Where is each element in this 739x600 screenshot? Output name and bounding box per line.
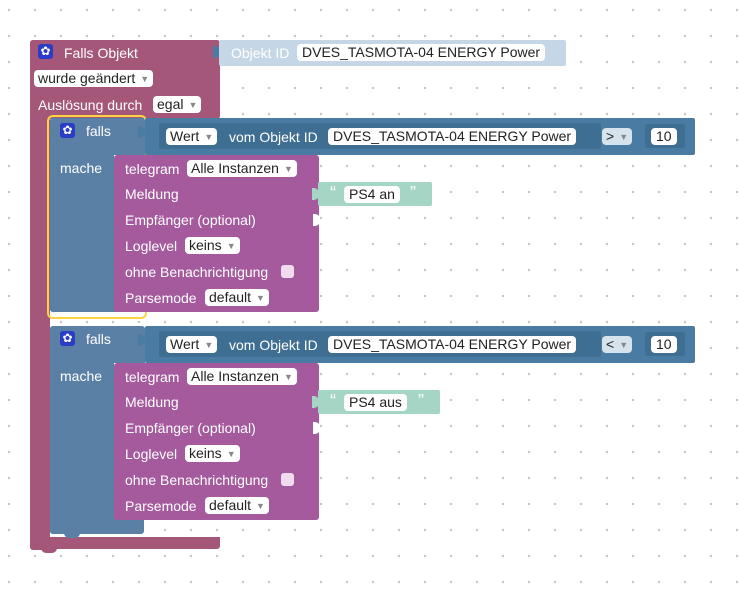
- recipient-label: Empfänger (optional): [125, 212, 256, 228]
- operator-dropdown[interactable]: <▼: [602, 336, 633, 353]
- chevron-down-icon: ▼: [140, 74, 150, 84]
- loglevel-dropdown-label: keins: [189, 445, 222, 461]
- trigger-by-dropdown-label: egal: [157, 96, 184, 112]
- if-label: falls: [86, 123, 111, 139]
- object-id-field[interactable]: DVES_TASMOTA-04 ENERGY Power: [328, 128, 577, 145]
- instances-dropdown[interactable]: Alle Instanzen ▼: [187, 368, 297, 385]
- telegram-title: telegram: [125, 161, 180, 177]
- chevron-down-icon: ▼: [204, 132, 214, 142]
- chevron-down-icon: ▼: [283, 164, 293, 174]
- message-connector: [312, 396, 319, 408]
- if-block-2-notch: [64, 532, 80, 538]
- chevron-down-icon: ▼: [619, 132, 629, 142]
- value-dropdown[interactable]: Wert ▼: [166, 336, 218, 353]
- loglevel-dropdown-label: keins: [189, 237, 222, 253]
- telegram-block-1[interactable]: telegram Alle Instanzen ▼ Meldung Empfäng…: [114, 155, 319, 312]
- chevron-down-icon: ▼: [188, 100, 198, 110]
- recipient-label: Empfänger (optional): [125, 420, 256, 436]
- parsemode-dropdown[interactable]: default ▼: [205, 497, 269, 514]
- object-id-field[interactable]: DVES_TASMOTA-04 ENERGY Power: [328, 336, 577, 353]
- gear-icon[interactable]: ✿: [38, 44, 53, 59]
- operator-dropdown-label: >: [606, 128, 615, 144]
- message-text-block[interactable]: “ PS4 aus ”: [318, 390, 440, 414]
- trigger-block-spine: [30, 40, 50, 550]
- objid-value[interactable]: DVES_TASMOTA-04 ENERGY Power: [297, 44, 546, 61]
- gear-icon[interactable]: ✿: [60, 123, 75, 138]
- from-object-label: vom Objekt ID: [229, 129, 318, 145]
- trigger-title: Falls Objekt: [64, 45, 138, 61]
- compare-block-1[interactable]: Wert ▼ vom Objekt ID DVES_TASMOTA-04 ENER…: [145, 118, 695, 155]
- number-field[interactable]: 10: [651, 336, 677, 353]
- parsemode-dropdown-label: default: [209, 289, 252, 305]
- loglevel-dropdown[interactable]: keins ▼: [185, 445, 240, 462]
- chevron-down-icon: ▼: [283, 372, 293, 382]
- from-object-label: vom Objekt ID: [229, 337, 318, 353]
- quote-open-icon: “: [330, 183, 336, 203]
- loglevel-label: Loglevel: [125, 446, 178, 462]
- parsemode-label: Parsemode: [125, 498, 197, 514]
- changed-dropdown[interactable]: wurde geändert ▼: [34, 70, 154, 87]
- telegram-block-2[interactable]: telegram Alle Instanzen ▼ Meldung Empfäng…: [114, 363, 319, 520]
- chevron-down-icon: ▼: [256, 293, 265, 303]
- instances-dropdown-label: Alle Instanzen: [191, 368, 279, 384]
- trigger-by-dropdown[interactable]: egal ▼: [153, 96, 202, 113]
- silent-checkbox[interactable]: [281, 473, 294, 486]
- if-block-2-spine: [50, 326, 114, 534]
- chevron-down-icon: ▼: [226, 241, 236, 251]
- message-label: Meldung: [125, 394, 179, 410]
- recipient-connector: [313, 422, 320, 434]
- operator-dropdown[interactable]: >▼: [602, 128, 633, 145]
- message-connector: [312, 188, 319, 200]
- value-dropdown-label: Wert: [170, 336, 200, 352]
- trigger-block-body-bottom: [30, 537, 220, 549]
- chevron-down-icon: ▼: [204, 340, 214, 350]
- chevron-down-icon: ▼: [226, 449, 236, 459]
- silent-checkbox[interactable]: [281, 265, 294, 278]
- if-label: falls: [86, 331, 111, 347]
- message-text[interactable]: PS4 an: [344, 186, 400, 203]
- silent-label: ohne Benachrichtigung: [125, 472, 269, 488]
- operator-dropdown-label: <: [606, 336, 615, 352]
- objid-connector: [213, 46, 220, 58]
- quote-close-icon: ”: [418, 391, 424, 411]
- value-dropdown-label: Wert: [170, 128, 200, 144]
- objid-block[interactable]: Objekt ID DVES_TASMOTA-04 ENERGY Power: [219, 40, 566, 66]
- parsemode-dropdown-label: default: [209, 497, 252, 513]
- silent-label: ohne Benachrichtigung: [125, 264, 269, 280]
- do-label: mache: [60, 368, 103, 384]
- chevron-down-icon: ▼: [256, 501, 265, 511]
- loglevel-label: Loglevel: [125, 238, 178, 254]
- parsemode-label: Parsemode: [125, 290, 197, 306]
- changed-dropdown-label: wurde geändert: [38, 70, 136, 86]
- trigger-block-notch: [41, 547, 57, 553]
- compare-connector: [138, 126, 145, 138]
- quote-open-icon: “: [330, 391, 336, 411]
- chevron-down-icon: ▼: [619, 340, 629, 350]
- loglevel-dropdown[interactable]: keins ▼: [185, 237, 240, 254]
- compare-connector: [138, 334, 145, 346]
- telegram-title: telegram: [125, 369, 180, 385]
- number-field[interactable]: 10: [651, 128, 677, 145]
- parsemode-dropdown[interactable]: default ▼: [205, 289, 269, 306]
- message-label: Meldung: [125, 186, 179, 202]
- value-dropdown[interactable]: Wert ▼: [166, 128, 218, 145]
- compare-block-2[interactable]: Wert ▼ vom Objekt ID DVES_TASMOTA-04 ENER…: [145, 326, 695, 363]
- objid-label: Objekt ID: [231, 45, 290, 61]
- if-block-2-foot: [50, 518, 144, 534]
- quote-close-icon: ”: [410, 183, 416, 203]
- trigger-by-label: Auslösung durch: [38, 97, 143, 113]
- recipient-connector: [313, 214, 320, 226]
- instances-dropdown-label: Alle Instanzen: [191, 160, 279, 176]
- message-text[interactable]: PS4 aus: [344, 394, 407, 411]
- if-block-1-spine: [50, 118, 114, 312]
- do-label: mache: [60, 160, 103, 176]
- instances-dropdown[interactable]: Alle Instanzen ▼: [187, 160, 297, 177]
- message-text-block[interactable]: “ PS4 an ”: [318, 182, 432, 206]
- gear-icon[interactable]: ✿: [60, 331, 75, 346]
